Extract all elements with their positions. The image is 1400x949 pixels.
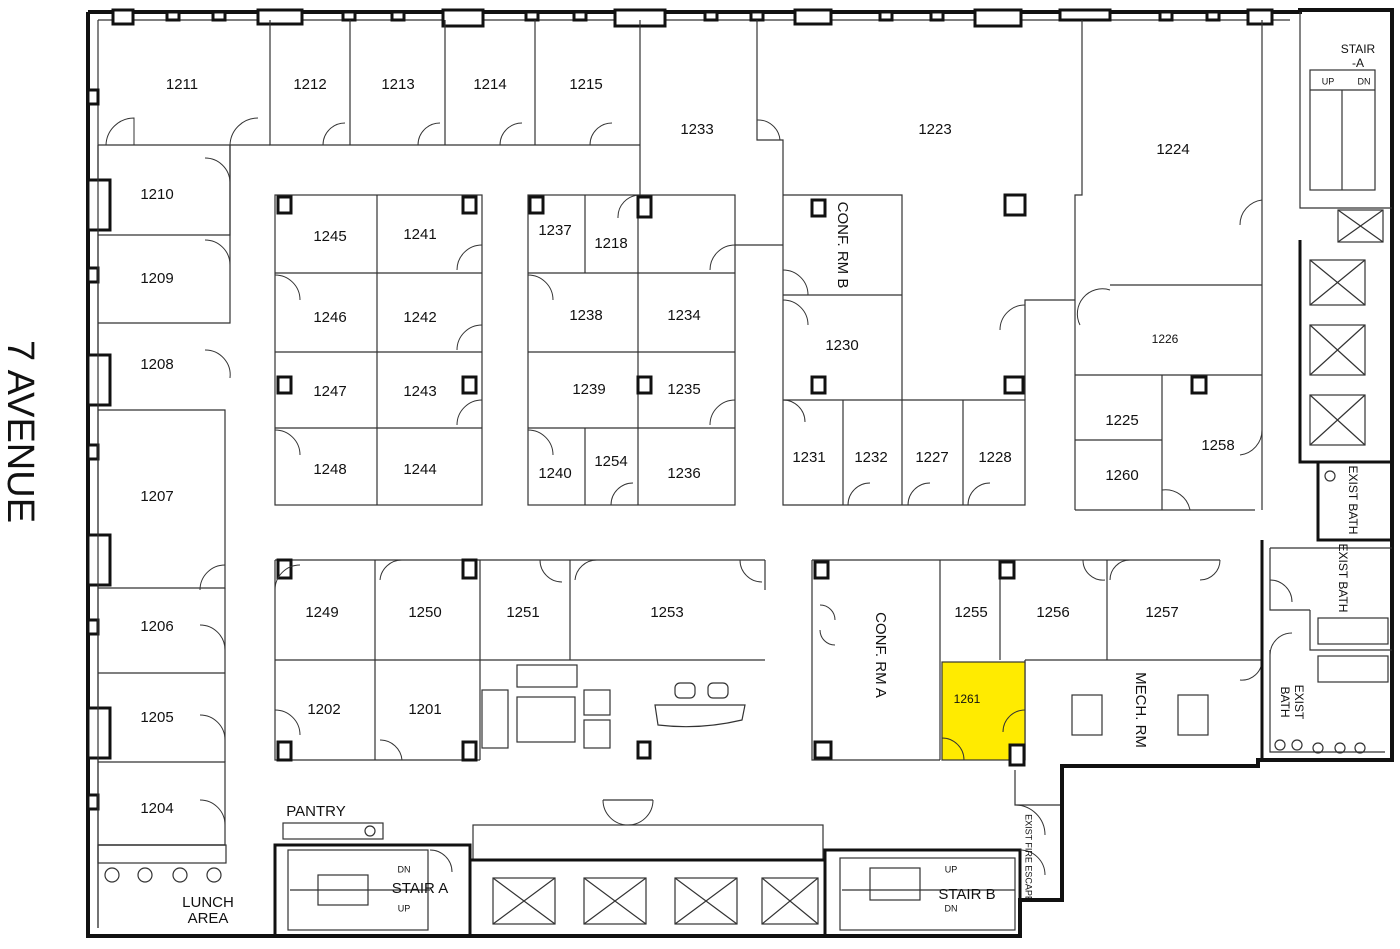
- room-1258-label: 1258: [1201, 437, 1234, 454]
- room-1246-label: 1246: [313, 309, 346, 326]
- stair-top-label-1: STAIR: [1341, 42, 1376, 56]
- room-1231-label: 1231: [792, 449, 825, 466]
- stair-b-dn: DN: [945, 903, 958, 913]
- stair-a-up: UP: [398, 903, 411, 913]
- right-core: [1260, 12, 1392, 760]
- room-1202-label: 1202: [307, 701, 340, 718]
- exist-bath-label-1: EXIST BATH: [1346, 466, 1360, 535]
- wall-piers: [86, 8, 1274, 811]
- stair-a-label: STAIR A: [392, 880, 448, 897]
- mech-room-label: MECH. RM: [1132, 672, 1149, 748]
- street-label: 7 AVENUE: [0, 340, 41, 523]
- room-1245-label: 1245: [313, 228, 346, 245]
- room-1236-label: 1236: [667, 465, 700, 482]
- exist-bath-label-2: EXIST BATH: [1336, 544, 1350, 613]
- perimeter-offices-top: [98, 20, 1263, 510]
- room-1233-label: 1233: [680, 121, 713, 138]
- room-1209-label: 1209: [140, 270, 173, 287]
- room-labels: 1211 1212 1213 1214 1215 1233 1223 1224 …: [140, 42, 1375, 927]
- room-1223-label: 1223: [918, 121, 951, 138]
- room-1235-label: 1235: [667, 381, 700, 398]
- stair-top-label-2: -A: [1352, 56, 1364, 70]
- room-1215-label: 1215: [569, 76, 602, 93]
- room-1218-label: 1218: [594, 235, 627, 252]
- office-block-1: [274, 194, 483, 506]
- fire-escape-label: EXIST FIRE ESCAPE: [1024, 814, 1034, 902]
- room-1243-label: 1243: [403, 383, 436, 400]
- room-1257-label: 1257: [1145, 604, 1178, 621]
- stair-a-dn: DN: [398, 864, 411, 874]
- room-1237-label: 1237: [538, 222, 571, 239]
- bottom-core: [97, 770, 1060, 936]
- office-block-5: [274, 558, 766, 762]
- room-1232-label: 1232: [854, 449, 887, 466]
- pantry-label: PANTRY: [286, 803, 345, 820]
- room-1206-label: 1206: [140, 618, 173, 635]
- conf-room-a-label: CONF. RM A: [872, 612, 889, 698]
- room-1226-label: 1226: [1152, 332, 1179, 346]
- room-1212-label: 1212: [293, 76, 326, 93]
- room-1225-label: 1225: [1105, 412, 1138, 429]
- room-1255-label: 1255: [954, 604, 987, 621]
- exist-bath-label-3b: BATH: [1278, 686, 1292, 717]
- office-block-4: [1075, 199, 1263, 511]
- room-1250-label: 1250: [408, 604, 441, 621]
- room-1214-label: 1214: [473, 76, 506, 93]
- room-1224-label: 1224: [1156, 141, 1189, 158]
- room-1211-label: 1211: [166, 76, 198, 93]
- lunch-area-label-2: AREA: [188, 910, 229, 927]
- office-block-3: [782, 193, 1075, 506]
- room-1234-label: 1234: [667, 307, 700, 324]
- room-1213-label: 1213: [381, 76, 414, 93]
- lunch-area-label-1: LUNCH: [182, 894, 234, 911]
- room-1261-label: 1261: [954, 692, 981, 706]
- stair-b-label: STAIR B: [938, 886, 995, 903]
- office-block-6: [811, 559, 1263, 767]
- room-1248-label: 1248: [313, 461, 346, 478]
- room-1228-label: 1228: [978, 449, 1011, 466]
- room-1230-label: 1230: [825, 337, 858, 354]
- room-1240-label: 1240: [538, 465, 571, 482]
- room-1242-label: 1242: [403, 309, 436, 326]
- room-1244-label: 1244: [403, 461, 436, 478]
- room-1204-label: 1204: [140, 800, 173, 817]
- perimeter-offices-left: [97, 145, 231, 928]
- room-1227-label: 1227: [915, 449, 948, 466]
- room-1260-label: 1260: [1105, 467, 1138, 484]
- room-1249-label: 1249: [305, 604, 338, 621]
- room-1253-label: 1253: [650, 604, 683, 621]
- office-block-2: [527, 194, 783, 506]
- room-1247-label: 1247: [313, 383, 346, 400]
- room-1207-label: 1207: [140, 488, 173, 505]
- stair-top-dn: DN: [1358, 76, 1371, 86]
- outer-walls: [86, 8, 1394, 938]
- room-1205-label: 1205: [140, 709, 173, 726]
- exist-bath-label-3a: EXIST: [1292, 685, 1306, 720]
- conf-room-b-label: CONF. RM B: [834, 202, 851, 289]
- room-1238-label: 1238: [569, 307, 602, 324]
- stair-top-up: UP: [1322, 76, 1335, 86]
- room-1210-label: 1210: [140, 186, 173, 203]
- stair-b-up: UP: [945, 864, 958, 874]
- room-1208-label: 1208: [140, 356, 173, 373]
- room-1254-label: 1254: [594, 453, 627, 470]
- room-1241-label: 1241: [403, 226, 436, 243]
- room-1256-label: 1256: [1036, 604, 1069, 621]
- room-1201-label: 1201: [408, 701, 441, 718]
- room-1251-label: 1251: [506, 604, 539, 621]
- room-1239-label: 1239: [572, 381, 605, 398]
